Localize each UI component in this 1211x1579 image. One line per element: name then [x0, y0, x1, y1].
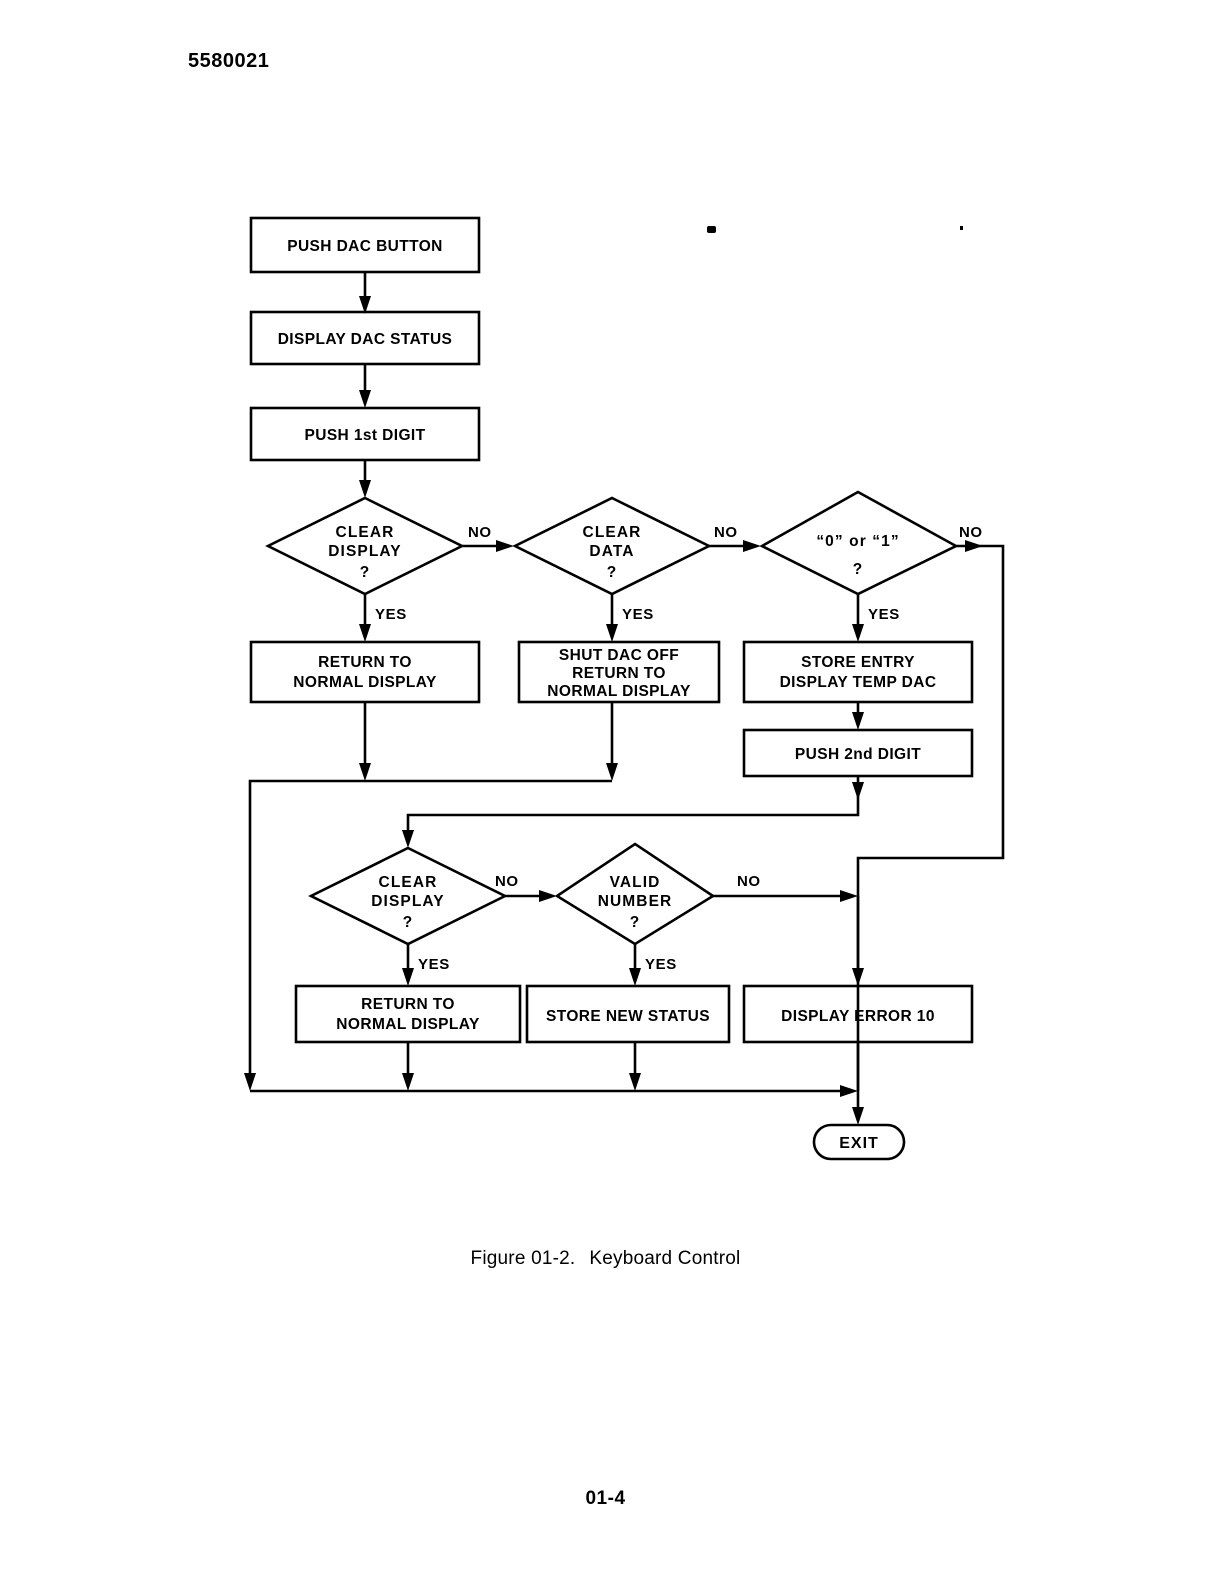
edge-label-yes-5: YES — [645, 956, 677, 973]
node-label: DISPLAY ERROR 10 — [781, 1008, 935, 1025]
node-label: “0” or “1” — [816, 533, 899, 550]
keyboard-control-flowchart: PUSH DAC BUTTON DISPLAY DAC STATUS PUSH … — [244, 216, 1005, 1161]
node-label: DISPLAY — [371, 893, 444, 910]
decision-valid-number: VALID NUMBER ? — [554, 842, 716, 946]
scan-speck — [707, 226, 716, 233]
decision-zero-or-one: “0” or “1” ? — [759, 490, 959, 596]
node-label: ? — [403, 914, 414, 931]
terminal-exit: EXIT — [812, 1123, 906, 1161]
process-shut-dac-off: SHUT DAC OFF RETURN TO NORMAL DISPLAY — [517, 640, 721, 704]
edge-label-yes-2: YES — [622, 606, 654, 623]
node-label: ? — [853, 561, 864, 578]
node-label: DATA — [589, 543, 634, 560]
process-store-entry: STORE ENTRY DISPLAY TEMP DAC — [742, 640, 974, 704]
edge-label-yes-1: YES — [375, 606, 407, 623]
document-number: 5580021 — [188, 50, 270, 72]
node-label: NUMBER — [598, 893, 673, 910]
node-label: PUSH 1st DIGIT — [304, 427, 425, 444]
node-label: STORE ENTRY — [801, 654, 915, 671]
scan-speck — [960, 226, 963, 230]
edge-label-no-2: NO — [714, 524, 738, 541]
process-display-error-10: DISPLAY ERROR 10 — [742, 984, 974, 1044]
node-label: NORMAL DISPLAY — [293, 674, 437, 691]
node-label: CLEAR — [583, 524, 642, 541]
figure-title: Keyboard Control — [589, 1248, 741, 1269]
node-label: PUSH DAC BUTTON — [287, 238, 443, 255]
process-display-dac-status: DISPLAY DAC STATUS — [249, 310, 481, 366]
edge-label-no-1: NO — [468, 524, 492, 541]
node-label: DISPLAY TEMP DAC — [780, 674, 937, 691]
edge-label-no-3: NO — [959, 524, 983, 541]
decision-clear-display-1: CLEAR DISPLAY ? — [265, 496, 465, 596]
node-label: DISPLAY DAC STATUS — [278, 331, 453, 348]
node-label: CLEAR — [379, 874, 438, 891]
figure-number: Figure 01-2. — [470, 1248, 576, 1269]
node-label: ? — [360, 564, 371, 581]
node-label: SHUT DAC OFF — [559, 647, 679, 664]
node-label: ? — [630, 914, 641, 931]
edge-label-no-5: NO — [737, 873, 761, 890]
process-store-new-status: STORE NEW STATUS — [525, 984, 731, 1044]
figure-caption: Figure 01-2. Keyboard Control — [0, 1248, 1211, 1270]
edge-label-no-4: NO — [495, 873, 519, 890]
process-return-to-normal-display-2: RETURN TO NORMAL DISPLAY — [294, 984, 522, 1044]
node-label: RETURN TO — [572, 665, 666, 682]
page-number: 01-4 — [585, 1488, 626, 1509]
decision-clear-display-2: CLEAR DISPLAY ? — [308, 846, 508, 946]
node-label: EXIT — [839, 1135, 879, 1152]
node-label: VALID — [610, 874, 661, 891]
process-push-2nd-digit: PUSH 2nd DIGIT — [742, 728, 974, 778]
node-label: ? — [607, 564, 618, 581]
node-label: NORMAL DISPLAY — [547, 683, 691, 700]
process-push-1st-digit: PUSH 1st DIGIT — [249, 406, 481, 462]
edge-label-yes-3: YES — [868, 606, 900, 623]
node-label: NORMAL DISPLAY — [336, 1016, 480, 1033]
node-label: RETURN TO — [318, 654, 412, 671]
node-label: PUSH 2nd DIGIT — [795, 746, 921, 763]
process-return-to-normal-display-1: RETURN TO NORMAL DISPLAY — [249, 640, 481, 704]
node-label: CLEAR — [336, 524, 395, 541]
edge-label-yes-4: YES — [418, 956, 450, 973]
process-push-dac-button: PUSH DAC BUTTON — [249, 216, 481, 274]
decision-clear-data: CLEAR DATA ? — [512, 496, 712, 596]
node-label: RETURN TO — [361, 996, 455, 1013]
node-label: DISPLAY — [328, 543, 401, 560]
node-label: STORE NEW STATUS — [546, 1008, 710, 1025]
